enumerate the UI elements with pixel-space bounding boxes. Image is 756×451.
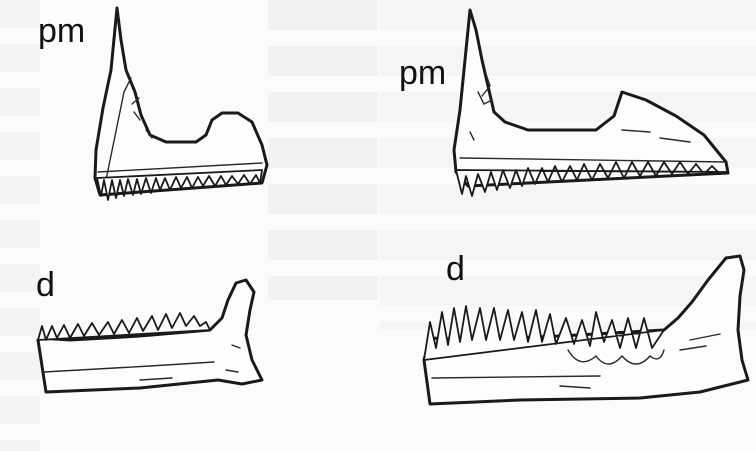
right-premaxilla-drawing (454, 10, 728, 196)
left-premaxilla-drawing (95, 8, 267, 200)
premaxilla-label-left: pm (38, 14, 85, 48)
right-dentary-drawing (424, 256, 748, 404)
left-dentary-drawing (38, 280, 262, 392)
dentary-label-left: d (36, 268, 55, 302)
dentary-label-right: d (446, 252, 465, 286)
premaxilla-label-right: pm (399, 56, 446, 90)
